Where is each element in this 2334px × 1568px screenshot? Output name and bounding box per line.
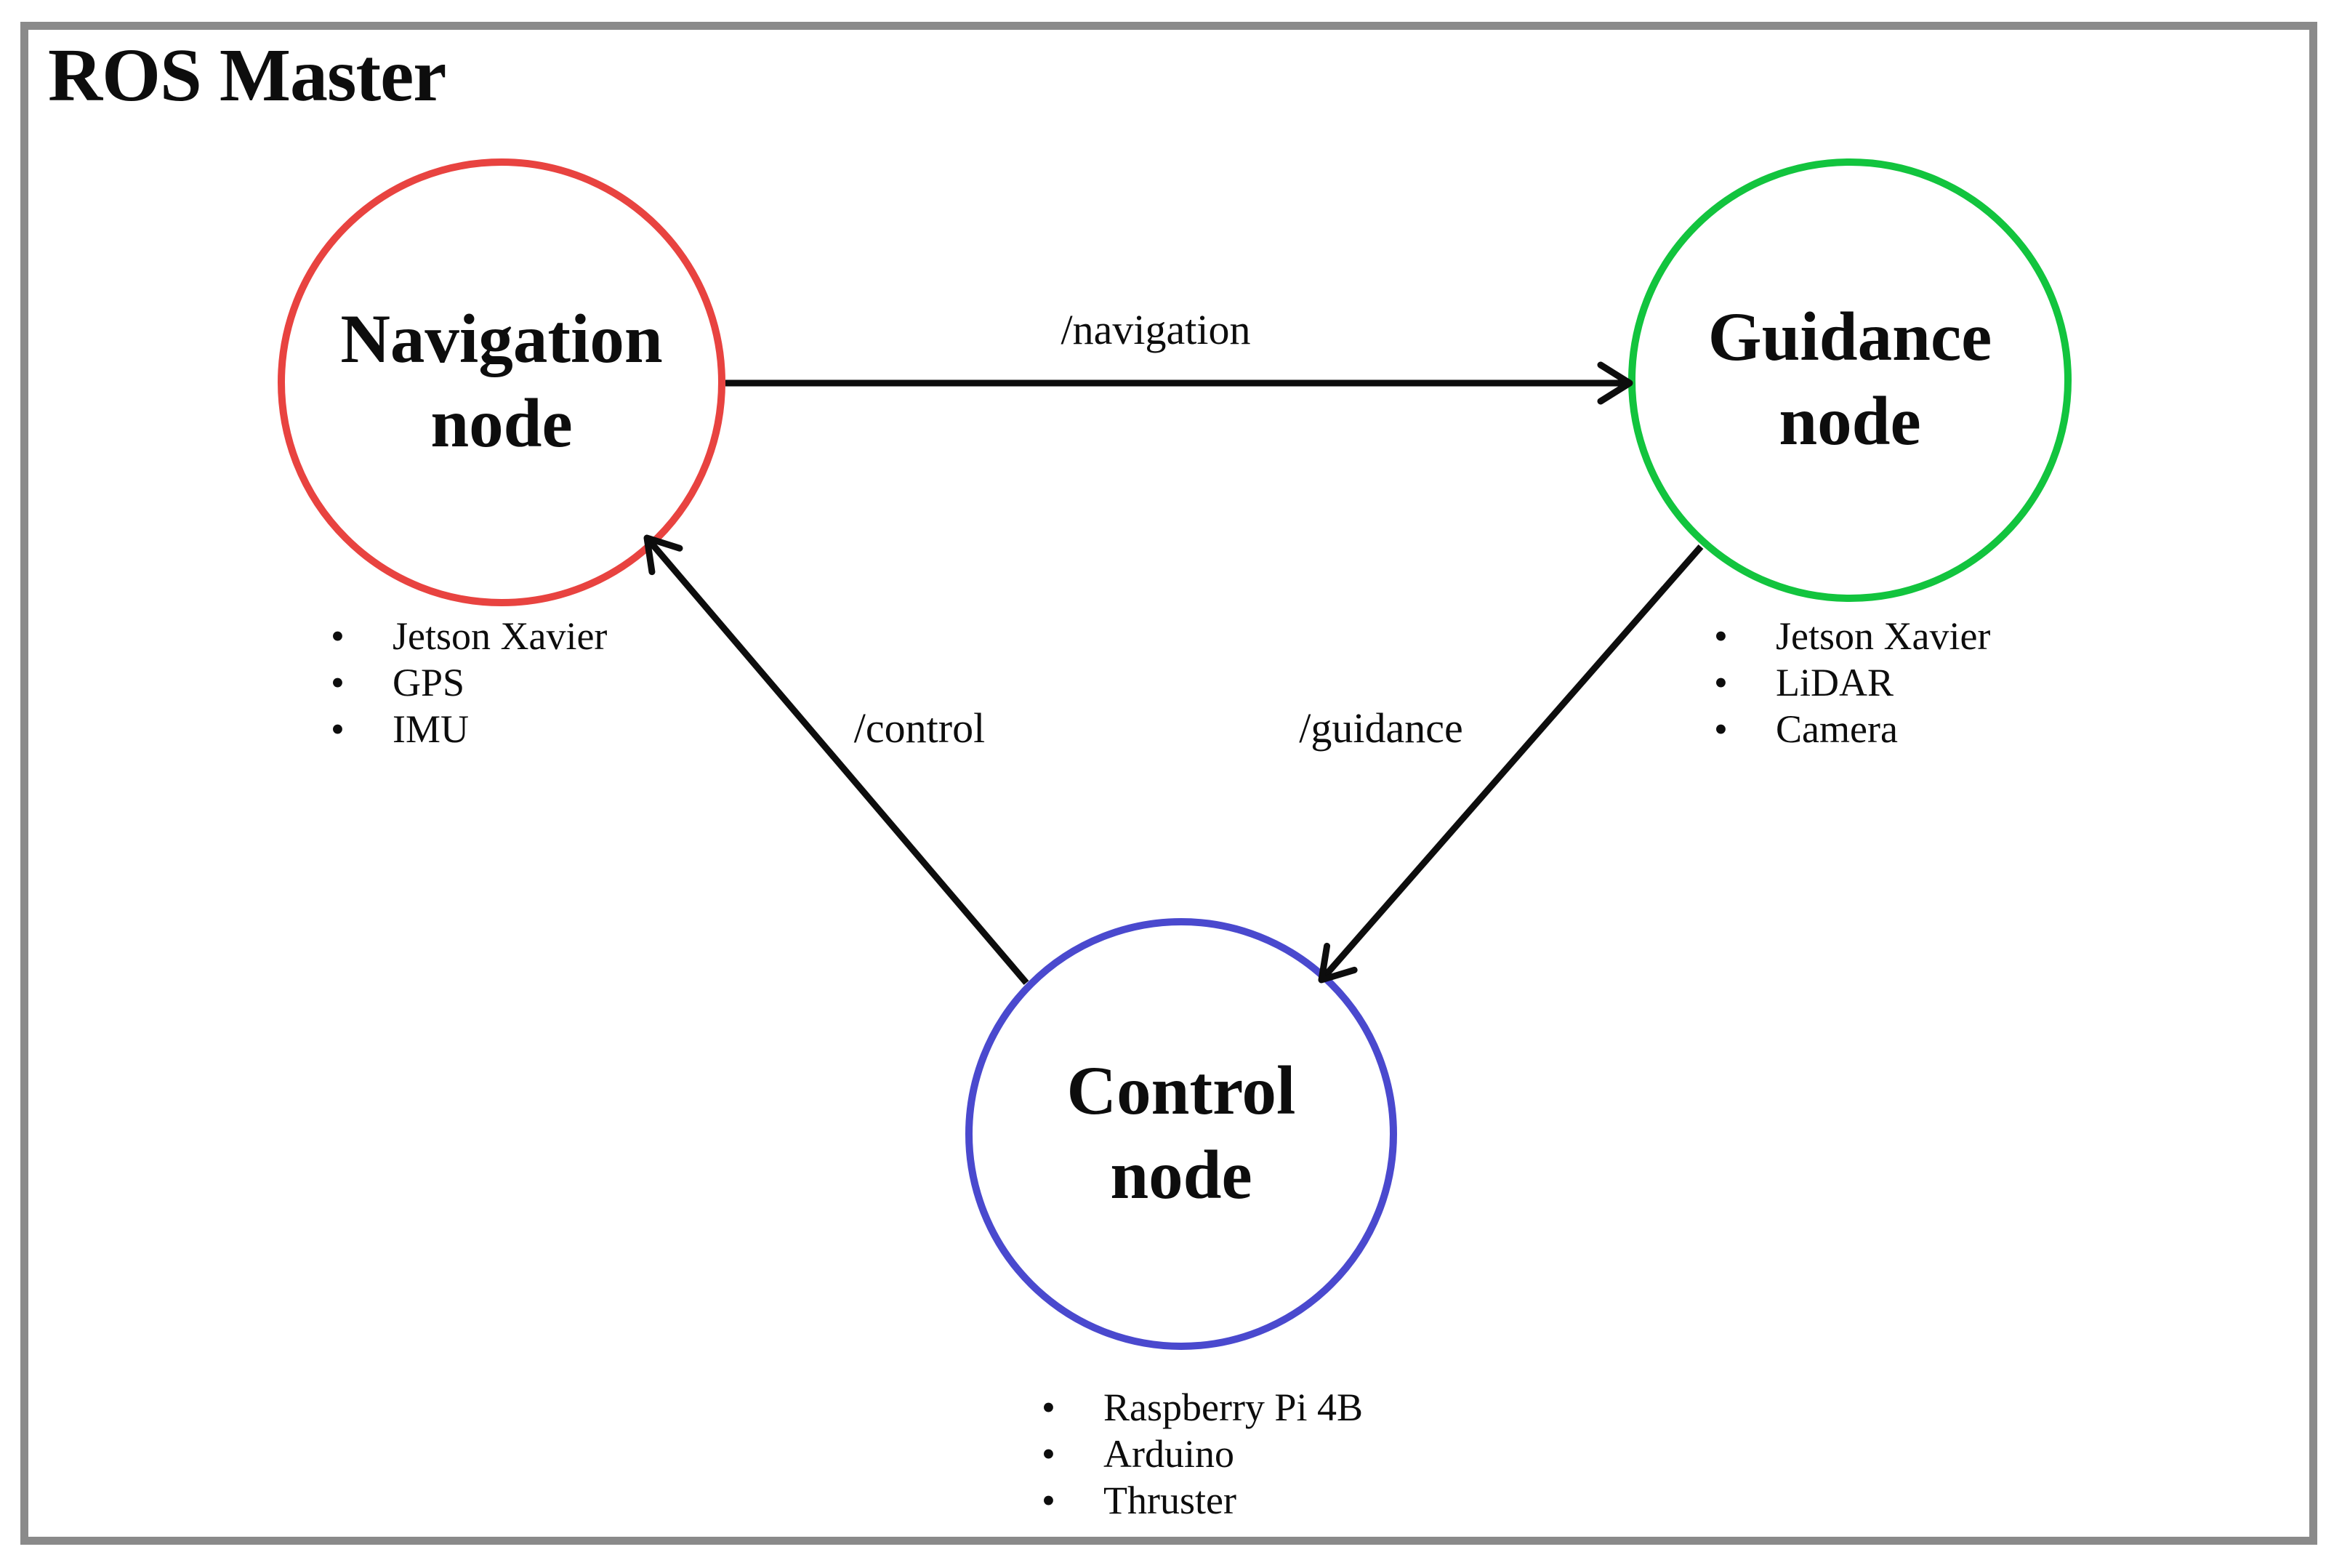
list-item-label: Camera — [1776, 707, 1898, 751]
list-item-label: Jetson Xavier — [1776, 614, 1991, 658]
list-item-label: LiDAR — [1776, 661, 1894, 704]
list-item: • LiDAR — [1714, 659, 1990, 706]
bullet-icon: • — [1714, 661, 1728, 704]
arrow-guidance-to-control — [1318, 544, 1704, 984]
topic-label-navigation: /navigation — [1061, 306, 1251, 353]
control-hardware-list: • Raspberry Pi 4B • Arduino • Thruster — [1042, 1384, 1363, 1524]
guidance-hardware-list: • Jetson Xavier • LiDAR • Camera — [1714, 613, 1990, 752]
list-item: • Thruster — [1042, 1477, 1363, 1524]
bullet-icon: • — [331, 614, 345, 658]
list-item-label: IMU — [393, 707, 469, 751]
navigation-hardware-list: • Jetson Xavier • GPS • IMU — [331, 613, 607, 752]
list-item: • Jetson Xavier — [331, 613, 607, 659]
bullet-icon: • — [1714, 614, 1728, 658]
bullet-icon: • — [1042, 1386, 1055, 1429]
navigation-node-label-line2: node — [430, 385, 573, 462]
ros-master-frame — [20, 22, 2317, 1545]
list-item-label: Jetson Xavier — [393, 614, 608, 658]
control-node-label-line2: node — [1110, 1136, 1252, 1213]
list-item-label: Raspberry Pi 4B — [1103, 1386, 1363, 1429]
bullet-icon: • — [331, 661, 345, 704]
bullet-icon: • — [331, 707, 345, 751]
guidance-node-label-line1: Guidance — [1707, 298, 1992, 375]
guidance-node-label-line2: node — [1779, 382, 1921, 459]
list-item-label: Thruster — [1103, 1479, 1236, 1522]
bullet-icon: • — [1042, 1432, 1055, 1476]
topic-label-control: /control — [853, 704, 986, 752]
list-item: • GPS — [331, 659, 607, 706]
arrow-control-to-navigation — [643, 534, 1029, 985]
control-node-label-line1: Control — [1066, 1052, 1296, 1129]
list-item: • Raspberry Pi 4B — [1042, 1384, 1363, 1431]
list-item: • IMU — [331, 706, 607, 752]
bullet-icon: • — [1714, 707, 1728, 751]
guidance-node-label: Guidance node — [1632, 294, 2068, 463]
navigation-node-circle — [278, 158, 725, 606]
list-item-label: GPS — [393, 661, 465, 704]
topic-label-guidance: /guidance — [1299, 704, 1463, 752]
control-node-circle — [965, 918, 1397, 1350]
control-node-label: Control node — [963, 1048, 1399, 1217]
list-item: • Arduino — [1042, 1431, 1363, 1477]
list-item-label: Arduino — [1103, 1432, 1234, 1476]
list-item: • Camera — [1714, 706, 1990, 752]
navigation-node-label: Navigation node — [283, 297, 720, 465]
navigation-node-label-line1: Navigation — [340, 300, 663, 377]
list-item: • Jetson Xavier — [1714, 613, 1990, 659]
page-title: ROS Master — [48, 33, 446, 117]
bullet-icon: • — [1042, 1479, 1055, 1522]
